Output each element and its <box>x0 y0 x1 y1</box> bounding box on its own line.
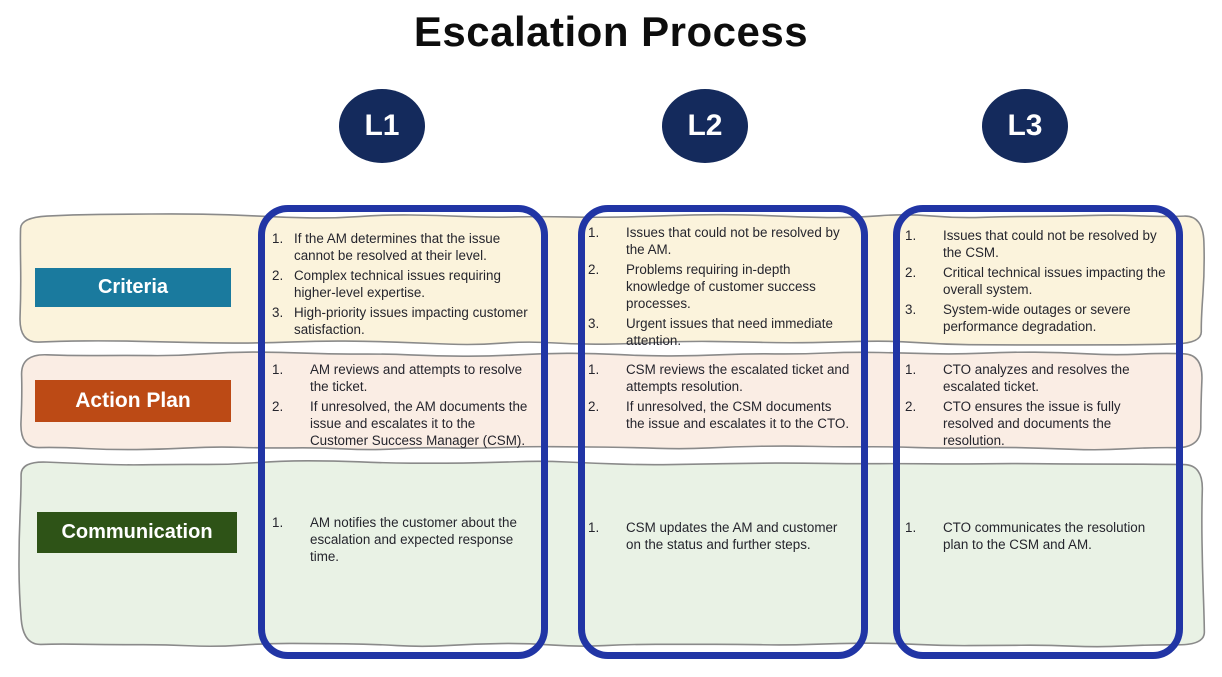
row-band-communication-shape <box>18 459 1206 648</box>
cell-l2-criteria: Issues that could not be resolved by the… <box>588 224 850 352</box>
cell-l3-criteria: Issues that could not be resolved by the… <box>905 227 1167 338</box>
list-item: System-wide outages or severe performanc… <box>905 301 1131 334</box>
cell-l1-action-plan: AM reviews and attempts to resolve the t… <box>272 361 530 452</box>
list-item: Issues that could not be resolved by the… <box>905 227 1157 260</box>
list-item: Complex technical issues requiring highe… <box>272 267 501 300</box>
row-label-communication: Communication <box>37 512 237 553</box>
list-item: If the AM determines that the issue cann… <box>272 230 501 263</box>
cell-l3-communication: CTO communicates the resolution plan to … <box>905 519 1167 556</box>
list-item: Critical technical issues impacting the … <box>905 264 1166 297</box>
list-item: Issues that could not be resolved by the… <box>588 224 840 257</box>
level-badge-l1: L1 <box>339 89 425 163</box>
list-item: Problems requiring in-depth knowledge of… <box>588 261 816 311</box>
cell-l2-action-plan: CSM reviews the escalated ticket and att… <box>588 361 850 435</box>
cell-l3-action-plan: CTO analyzes and resolves the escalated … <box>905 361 1167 452</box>
row-label-action-plan: Action Plan <box>35 380 231 422</box>
list-item: Urgent issues that need immediate attent… <box>588 315 833 348</box>
cell-l2-communication: CSM updates the AM and customer on the s… <box>588 519 850 556</box>
list-item: CSM updates the AM and customer on the s… <box>588 519 838 552</box>
level-badge-l2-label: L2 <box>687 109 723 142</box>
list-item: If unresolved, the CSM documents the iss… <box>588 398 850 431</box>
level-badge-l3: L3 <box>982 89 1068 163</box>
row-label-criteria: Criteria <box>35 268 231 307</box>
column-l1 <box>258 205 548 659</box>
cell-l1-communication: AM notifies the customer about the escal… <box>272 514 530 568</box>
list-item: AM notifies the customer about the escal… <box>272 514 517 564</box>
row-band-communication <box>18 459 1206 648</box>
list-item: AM reviews and attempts to resolve the t… <box>272 361 523 394</box>
page-title: Escalation Process <box>413 8 809 55</box>
list-item: CTO communicates the resolution plan to … <box>905 519 1146 552</box>
column-l3 <box>893 205 1183 659</box>
list-item: High-priority issues impacting customer … <box>272 304 528 337</box>
cell-l1-criteria: If the AM determines that the issue cann… <box>272 230 530 341</box>
list-item: CSM reviews the escalated ticket and att… <box>588 361 850 394</box>
level-badge-l2: L2 <box>662 89 748 163</box>
level-badge-l1-label: L1 <box>364 109 400 142</box>
column-l2 <box>578 205 868 659</box>
list-item: If unresolved, the AM documents the issu… <box>272 398 528 448</box>
list-item: CTO analyzes and resolves the escalated … <box>905 361 1130 394</box>
level-badge-l3-label: L3 <box>1007 109 1043 142</box>
list-item: CTO ensures the issue is fully resolved … <box>905 398 1121 448</box>
